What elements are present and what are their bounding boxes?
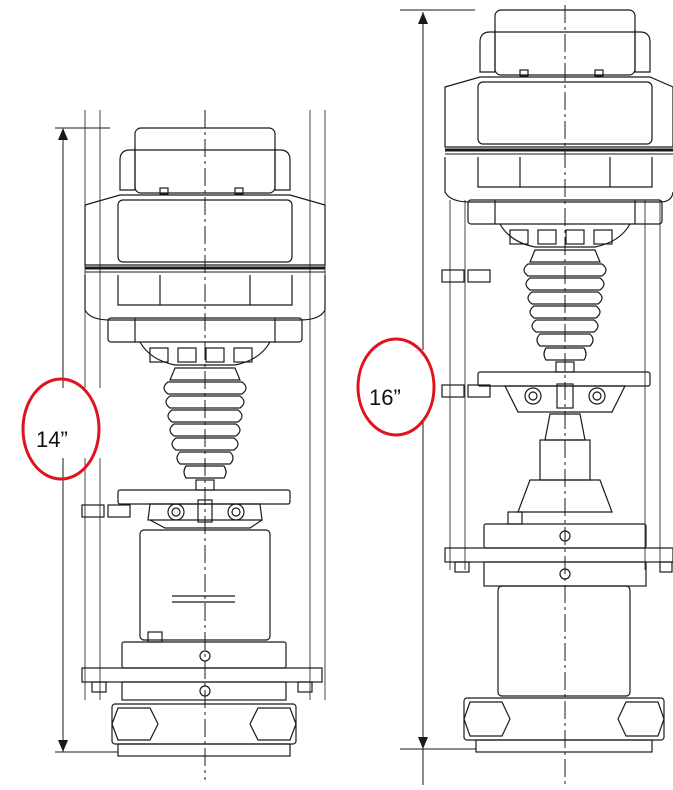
left-bellows <box>163 367 247 491</box>
left-highlight-ring <box>21 377 101 481</box>
left-valve-body <box>81 529 323 757</box>
left-dimension-label: 14” <box>36 427 68 452</box>
right-dimension-callout: 16” <box>355 337 436 437</box>
right-highlight-ring <box>356 337 436 437</box>
right-actuator-housing <box>444 9 673 225</box>
right-yoke <box>441 371 673 587</box>
right-actuator-unit <box>400 5 673 790</box>
right-gear-ring <box>499 223 631 248</box>
left-dimension-callout: 14” <box>21 377 132 481</box>
left-actuator-housing <box>84 127 326 343</box>
right-dimension-label: 16” <box>369 385 401 410</box>
left-actuator-unit <box>55 110 326 780</box>
right-bellows <box>441 249 607 373</box>
left-yoke <box>81 489 291 529</box>
left-gear-ring <box>139 341 271 366</box>
right-valve-body <box>463 585 665 753</box>
